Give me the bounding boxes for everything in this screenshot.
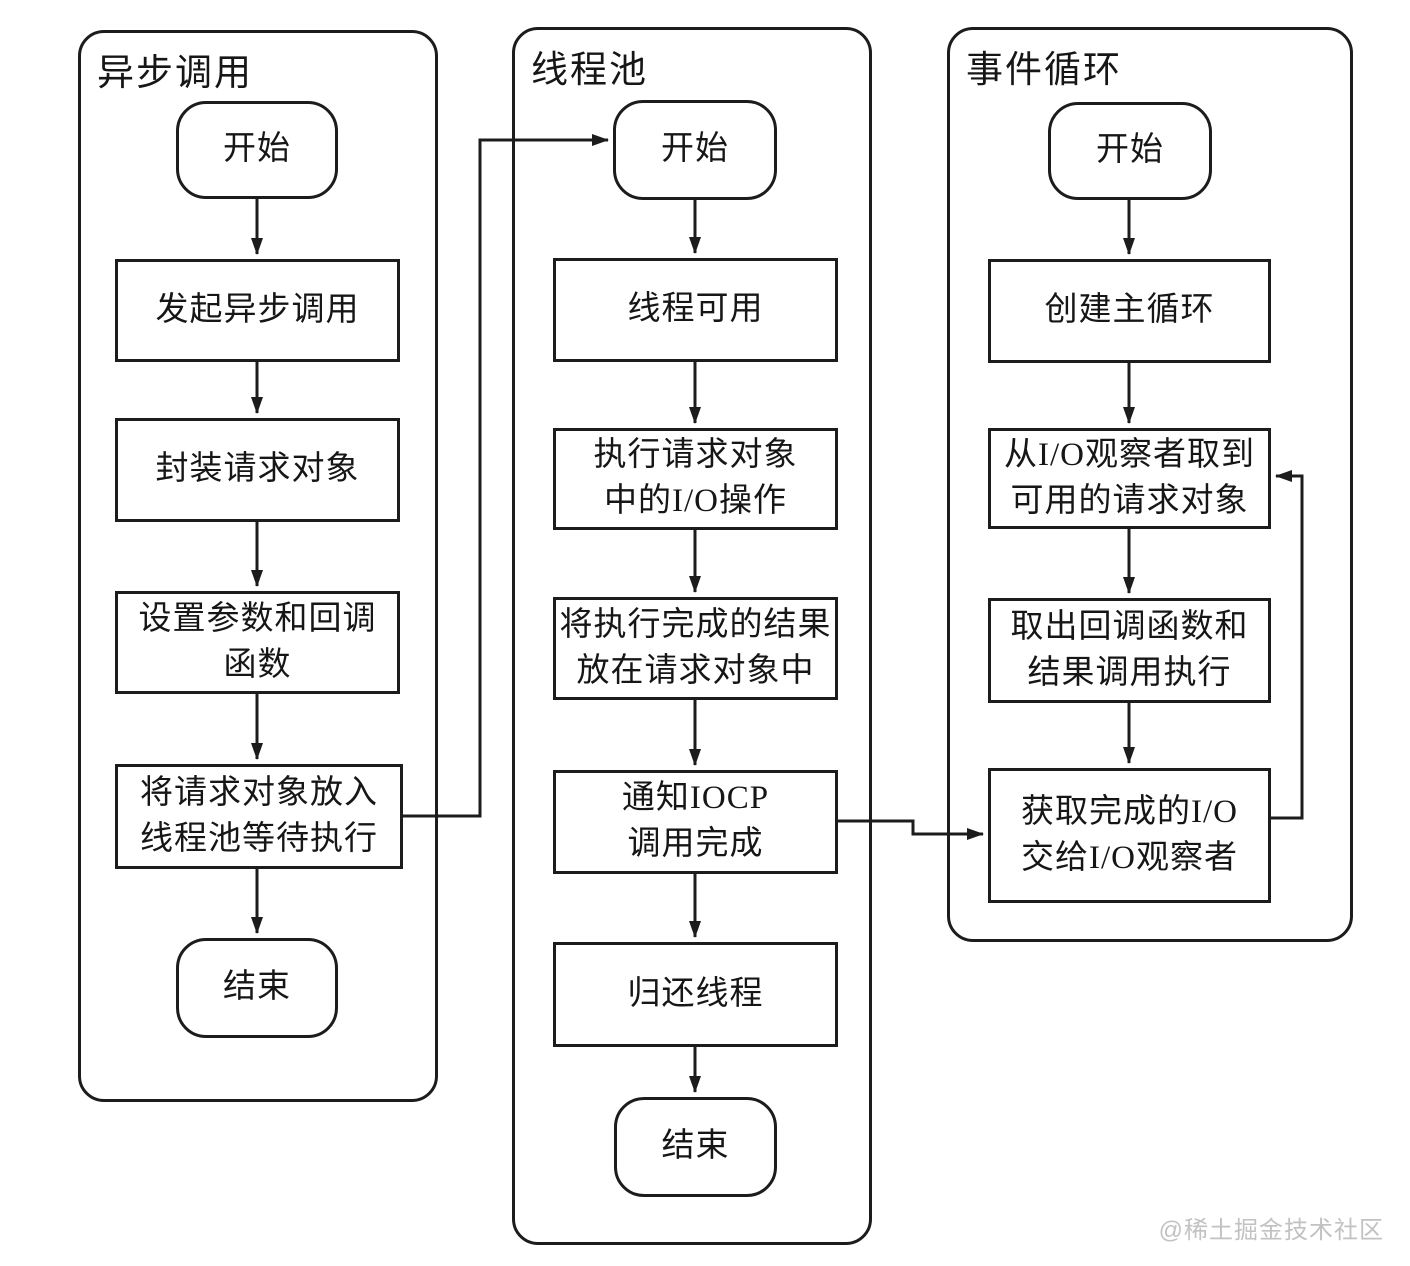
node-label-line: 将执行完成的结果 (559, 606, 832, 643)
lane-async-call-title: 异步调用 (97, 53, 253, 94)
node-label-line: 取出回调函数和 (1010, 608, 1249, 645)
node-label-line: 从I/O观察者取到 (1004, 436, 1255, 473)
node-return-thread: 归还线程 (553, 942, 838, 1047)
node-label-line: 交给I/O观察者 (1021, 839, 1238, 876)
node-wrap-request-object: 封装请求对象 (115, 418, 400, 522)
node-label-line: 函数 (223, 646, 292, 683)
node-label-line: 结果调用执行 (1027, 654, 1232, 691)
lane-thread-pool-title: 线程池 (531, 50, 648, 91)
node-loop-start: 开始 (1048, 102, 1212, 200)
node-label: 封装请求对象 (155, 451, 360, 488)
node-async-start: 开始 (176, 101, 338, 199)
node-label-line: 设置参数和回调 (138, 600, 377, 637)
node-create-main-loop: 创建主循环 (988, 259, 1271, 363)
node-label-line: 中的I/O操作 (604, 483, 787, 519)
lane-event-loop-title: 事件循环 (966, 50, 1122, 91)
node-label-line: 放在请求对象中 (576, 652, 815, 689)
watermark: @稀土掘金技术社区 (1158, 1217, 1384, 1244)
node-label: 开始 (661, 131, 729, 168)
node-label: 开始 (1096, 132, 1164, 169)
node-hand-completed-io-to-watcher: 获取完成的I/O 交给I/O观察者 (988, 768, 1271, 903)
node-label: 结束 (223, 969, 291, 1006)
node-notify-iocp-complete: 通知IOCP 调用完成 (553, 770, 838, 874)
node-label-line: 执行请求对象 (593, 437, 798, 474)
node-label: 结束 (661, 1128, 730, 1165)
node-initiate-async-call: 发起异步调用 (115, 259, 400, 362)
node-get-request-from-io-watcher: 从I/O观察者取到 可用的请求对象 (988, 428, 1271, 529)
node-pool-start: 开始 (613, 100, 777, 200)
lane-event-loop: 事件循环 (947, 27, 1353, 942)
node-put-request-into-threadpool: 将请求对象放入 线程池等待执行 (115, 764, 403, 869)
node-label: 发起异步调用 (155, 291, 360, 328)
node-label-line: 获取完成的I/O (1021, 793, 1238, 830)
node-set-params-and-callback: 设置参数和回调 函数 (115, 591, 400, 694)
node-label: 归还线程 (627, 975, 764, 1012)
node-label-line: 线程池等待执行 (140, 820, 378, 857)
node-execute-io-in-request: 执行请求对象 中的I/O操作 (553, 428, 838, 530)
node-thread-available: 线程可用 (553, 258, 838, 362)
node-label-line: 调用完成 (627, 826, 764, 862)
node-pool-end: 结束 (614, 1097, 777, 1197)
node-extract-callback-and-execute: 取出回调函数和 结果调用执行 (988, 598, 1271, 703)
node-label: 开始 (223, 131, 291, 168)
node-put-result-in-request: 将执行完成的结果 放在请求对象中 (553, 597, 838, 700)
node-label-line: 可用的请求对象 (1010, 482, 1249, 519)
node-label: 创建主循环 (1044, 292, 1215, 329)
node-async-end: 结束 (176, 938, 338, 1038)
node-label: 线程可用 (627, 291, 764, 328)
node-label-line: 将请求对象放入 (140, 774, 378, 811)
node-label-line: 通知IOCP (621, 780, 770, 817)
